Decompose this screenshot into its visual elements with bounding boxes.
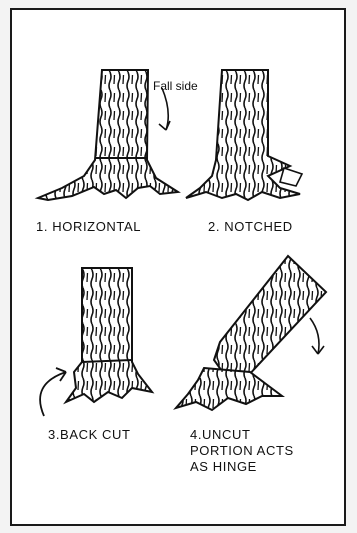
- caption-line-2: PORTION ACTS: [190, 443, 294, 458]
- caption-uncut-hinge: 4.UNCUT PORTION ACTS AS HINGE: [190, 427, 294, 475]
- caption-line-3: AS HINGE: [190, 459, 257, 474]
- tree-falling-on-hinge: [176, 256, 326, 410]
- caption-notched: 2. NOTCHED: [208, 219, 293, 235]
- caption-line-1: 4.UNCUT: [190, 427, 251, 442]
- fall-side-arrow: [162, 88, 168, 130]
- caption-back-cut: 3.BACK CUT: [48, 427, 131, 443]
- tree-back-cut: [66, 268, 152, 402]
- fall-side-label: Fall side: [153, 80, 198, 93]
- caption-horizontal: 1. HORIZONTAL: [36, 219, 141, 235]
- notch-wedge: [280, 168, 302, 186]
